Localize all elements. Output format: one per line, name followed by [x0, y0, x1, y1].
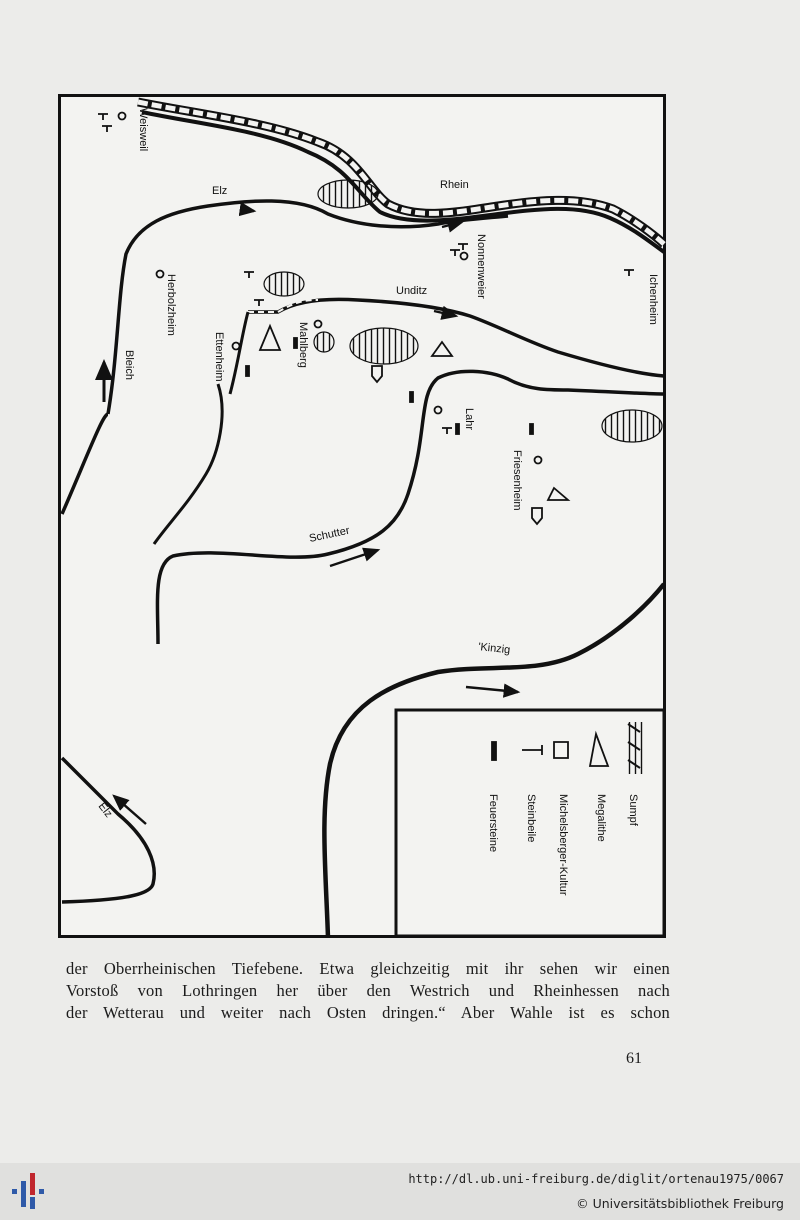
- sumpf-areas: [263, 179, 663, 443]
- place-nonnenweier: Nonnenweier: [475, 234, 487, 299]
- place-ettenheim: Ettenheim: [213, 332, 225, 382]
- map-figure: Weisweil Herbolzheim Ettenheim Mahlberg …: [58, 94, 666, 938]
- place-lahr: Lahr: [463, 408, 475, 430]
- place-ichenheim: Ichenheim: [647, 274, 659, 325]
- place-mahlberg: Mahlberg: [297, 322, 309, 368]
- body-text-line: der Oberrheinischen Tiefebene. Etwa glei…: [66, 959, 670, 978]
- kinzig-river: [322, 582, 666, 938]
- page-number: 61: [626, 1050, 642, 1067]
- label-rhein: Rhein: [440, 179, 469, 191]
- place-herbolzheim: Herbolzheim: [165, 274, 177, 336]
- source-url-link[interactable]: http://dl.ub.uni-freiburg.de/diglit/orte…: [408, 1172, 784, 1186]
- footer-bar: http://dl.ub.uni-freiburg.de/diglit/orte…: [0, 1163, 800, 1220]
- legend-steinbeile: Steinbeile: [525, 794, 537, 842]
- place-friesenheim: Friesenheim: [511, 450, 523, 511]
- map-legend: Sumpf Megalithe Michelsberger-Kultur Ste…: [394, 708, 666, 938]
- ettenheim-stream: [152, 383, 224, 545]
- legend-megalithe: Megalithe: [595, 794, 607, 842]
- label-elz-north: Elz: [212, 185, 227, 197]
- body-text-line: der Wetterau und weiter nach Osten dring…: [66, 1003, 670, 1022]
- label-kinzig: 'Kinzig: [478, 641, 511, 656]
- body-text-line: Vorstoß von Lothringen her über den West…: [66, 981, 670, 1000]
- rhein-river: [137, 97, 666, 254]
- library-logo-icon: [12, 1173, 44, 1209]
- label-unditz: Unditz: [396, 285, 427, 297]
- body-text: der Oberrheinischen Tiefebene. Etwa glei…: [66, 958, 670, 1024]
- elz-river-north: [106, 199, 509, 415]
- place-weisweil: Weisweil: [137, 108, 149, 151]
- elz-river-south: [60, 756, 156, 904]
- legend-feuersteine: Feuersteine: [487, 794, 499, 852]
- schutter-river: [155, 369, 665, 645]
- copyright-notice: © Universitätsbibliothek Freiburg: [576, 1196, 784, 1211]
- label-bleich: Bleich: [123, 350, 135, 380]
- bleich-river: [60, 359, 113, 515]
- site-symbols: [98, 111, 634, 526]
- unditz-river: [228, 297, 665, 395]
- legend-sumpf: Sumpf: [627, 794, 639, 827]
- legend-michelsberger-kultur: Michelsberger-Kultur: [557, 794, 569, 896]
